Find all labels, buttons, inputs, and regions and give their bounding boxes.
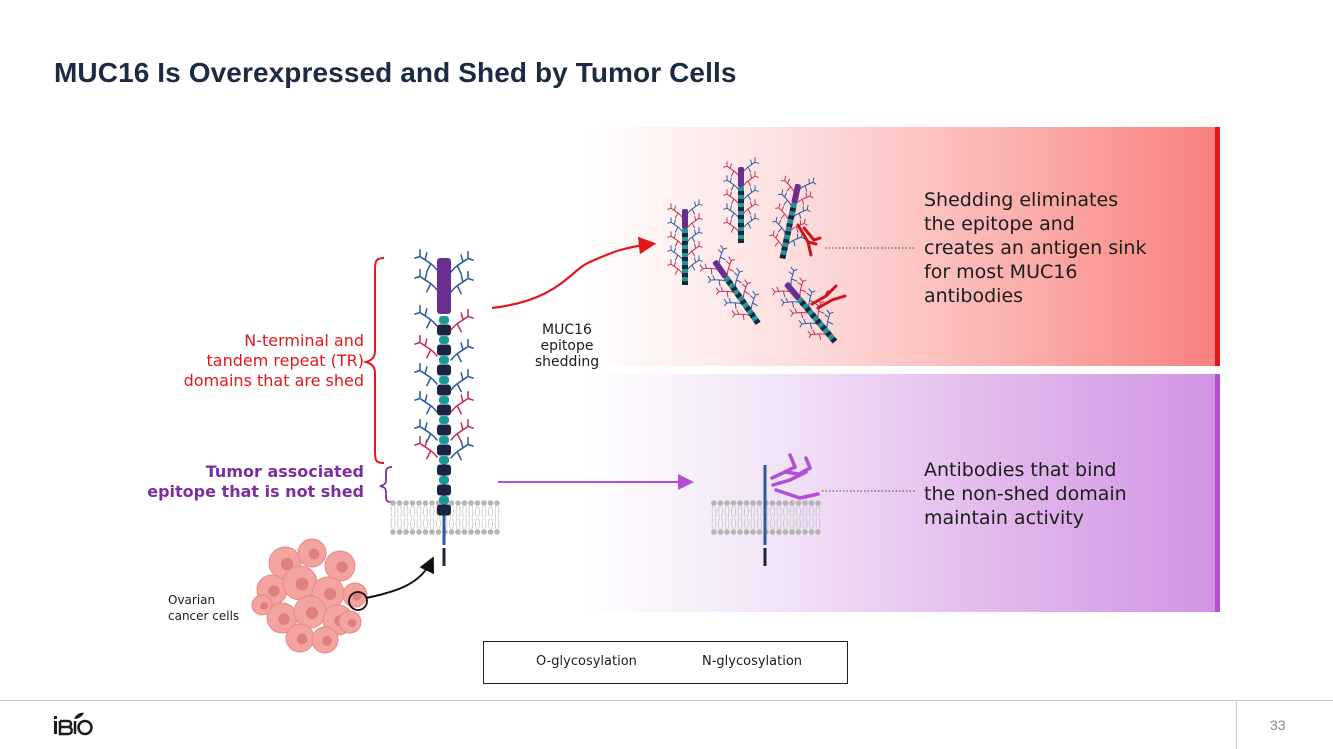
shedding-description-line: for most MUC16 bbox=[924, 261, 1078, 283]
shedding-label: MUC16 epitope shedding bbox=[520, 322, 614, 370]
ovarian-cancer-cells bbox=[251, 538, 368, 654]
tumor-epitope-label-line: Tumor associated bbox=[205, 462, 364, 481]
muc16-molecule bbox=[414, 248, 474, 566]
page-title: MUC16 Is Overexpressed and Shed by Tumor… bbox=[54, 57, 737, 88]
shedding-description-line: antibodies bbox=[924, 285, 1024, 307]
shedding-arrow bbox=[491, 236, 657, 310]
tumor-epitope-label: Tumor associated epitope that is not she… bbox=[147, 462, 364, 502]
muc16-stub-with-antibody bbox=[763, 453, 820, 566]
page-number: 33 bbox=[1270, 717, 1286, 733]
binding-description-line: maintain activity bbox=[924, 507, 1084, 529]
nterminal-label-line: domains that are shed bbox=[183, 371, 364, 390]
binding-panel-accent-bar bbox=[1215, 374, 1220, 612]
shedding-label-line: epitope bbox=[540, 338, 594, 354]
ibio-logo bbox=[54, 712, 93, 736]
binding-description-line: Antibodies that bind bbox=[924, 459, 1117, 481]
shedding-description-line: the epitope and bbox=[924, 213, 1075, 235]
binding-panel bbox=[585, 374, 1215, 612]
shedding-description-line: creates an antigen sink bbox=[924, 237, 1147, 259]
tumor-epitope-brace bbox=[379, 466, 393, 503]
binding-description-line: the non-shed domain bbox=[924, 483, 1127, 505]
shedding-panel bbox=[585, 127, 1215, 366]
cell-membrane-right bbox=[711, 500, 821, 535]
glycosylation-legend: O-glycosylation N-glycosylation bbox=[483, 641, 848, 684]
antibody-purple bbox=[770, 453, 820, 500]
ovarian-cells-label-line: cancer cells bbox=[168, 609, 240, 623]
nterminal-label: N-terminal and tandem repeat (TR) domain… bbox=[184, 331, 364, 391]
cell-membrane-left bbox=[390, 500, 500, 535]
legend-o-glycosylation-label: O-glycosylation bbox=[536, 654, 637, 669]
shed-fragments bbox=[667, 157, 838, 344]
nterminal-label-line: N-terminal and bbox=[244, 331, 364, 350]
shedding-panel-accent-bar bbox=[1215, 127, 1220, 366]
zoom-arrow bbox=[365, 556, 435, 599]
tumor-epitope-label-line: epitope that is not shed bbox=[147, 482, 364, 501]
shedding-description-line: Shedding eliminates bbox=[924, 189, 1119, 211]
ovarian-cells-label-line: Ovarian bbox=[168, 593, 216, 607]
nterminal-brace bbox=[362, 257, 385, 464]
binding-description: Antibodies that bind the non-shed domain… bbox=[924, 458, 1194, 530]
ovarian-cells-label: Ovarian cancer cells bbox=[168, 592, 239, 624]
shedding-description: Shedding eliminates the epitope and crea… bbox=[924, 188, 1194, 308]
legend-n-glycosylation-label: N-glycosylation bbox=[702, 654, 803, 669]
zoom-circle bbox=[348, 591, 368, 611]
footer-divider bbox=[0, 700, 1333, 701]
footer-page-divider bbox=[1236, 700, 1237, 749]
antibody-red bbox=[796, 223, 847, 310]
nterminal-label-line: tandem repeat (TR) bbox=[206, 351, 365, 370]
shedding-label-line: shedding bbox=[534, 354, 600, 370]
shedding-label-line: MUC16 bbox=[542, 322, 592, 338]
